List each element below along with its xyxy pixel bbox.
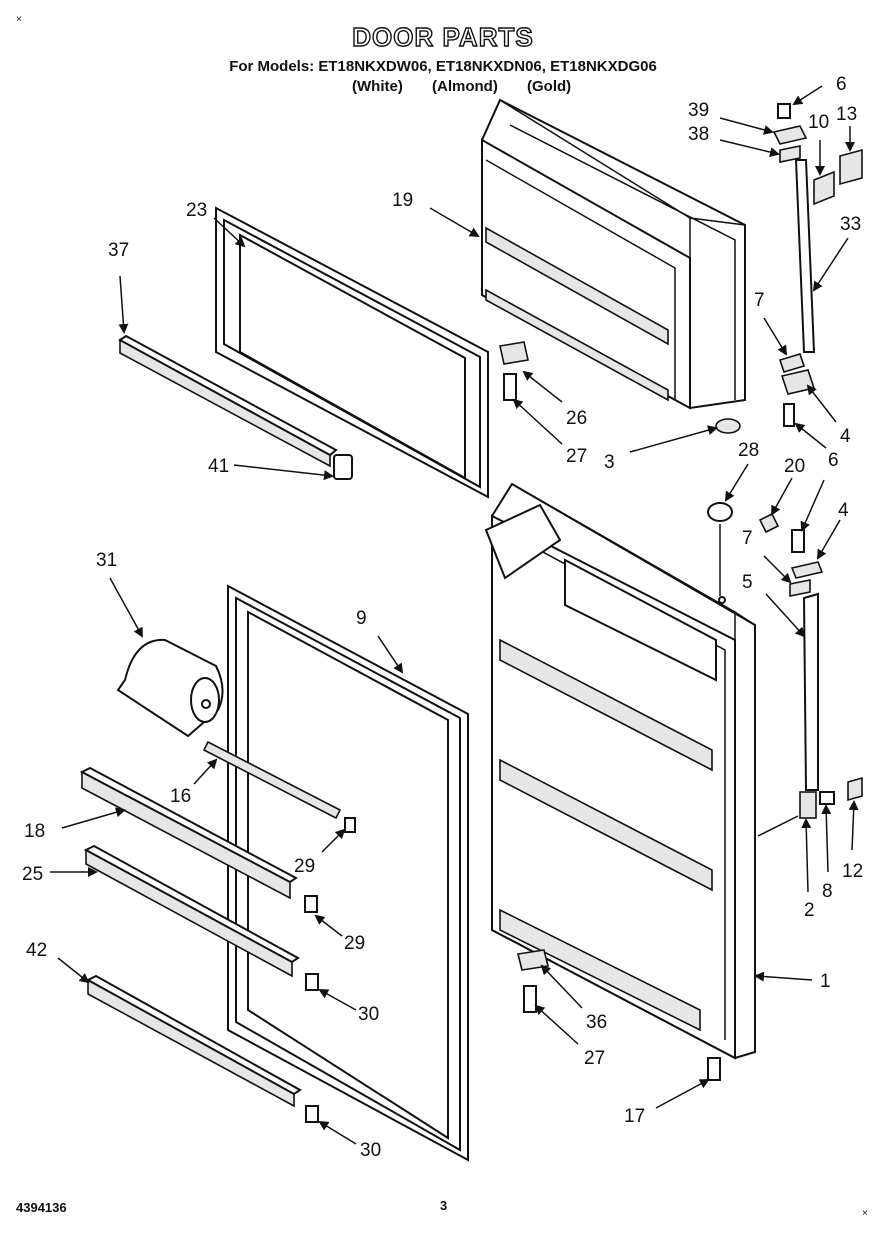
dairy-door-part-31 xyxy=(116,638,224,738)
fresh-food-gasket-part-9 xyxy=(227,584,469,1162)
callout-28: 28 xyxy=(738,440,759,461)
callout-42: 42 xyxy=(26,940,47,961)
callout-3: 3 xyxy=(604,452,615,473)
callout-8: 8 xyxy=(822,881,833,902)
callout-41: 41 xyxy=(208,456,229,477)
callout-numbers: 1 2 3 4 4 5 6 6 7 7 7 8 9 10 12 13 16 17… xyxy=(22,74,863,1161)
callout-26: 26 xyxy=(566,408,587,429)
callout-19: 19 xyxy=(392,190,413,211)
callout-25: 25 xyxy=(22,864,43,885)
page-title: DOOR PARTS xyxy=(352,21,534,52)
freezer-door-part-19 xyxy=(481,98,746,410)
callout-10: 10 xyxy=(808,112,829,133)
callout-39: 39 xyxy=(688,100,709,121)
callout-4-top: 4 xyxy=(840,426,851,447)
freezer-gasket-part-23 xyxy=(215,206,489,499)
callout-2: 2 xyxy=(804,900,815,921)
callout-30-b: 30 xyxy=(360,1140,381,1161)
callout-17: 17 xyxy=(624,1106,645,1127)
retainer-part-37 xyxy=(118,334,353,480)
callout-30-a: 30 xyxy=(358,1004,379,1025)
fresh-food-door-part-1 xyxy=(484,482,756,1060)
callout-13: 13 xyxy=(836,104,857,125)
callout-31: 31 xyxy=(96,550,117,571)
plug-part-28 xyxy=(707,502,733,522)
shelf-retainer-part-18 xyxy=(79,766,318,913)
callout-38: 38 xyxy=(688,124,709,145)
callout-23: 23 xyxy=(186,200,207,221)
center-hinge-assembly xyxy=(789,529,863,819)
callout-6-center: 6 xyxy=(828,450,839,471)
color-gold-label: (Gold) xyxy=(527,78,572,95)
top-hinge-assembly xyxy=(715,103,863,434)
callout-12: 12 xyxy=(842,861,863,882)
color-almond-label: (Almond) xyxy=(432,78,498,95)
callout-29-a: 29 xyxy=(294,856,315,877)
callout-27-top: 27 xyxy=(566,446,587,467)
shelf-retainer-part-42 xyxy=(85,974,319,1123)
callout-36: 36 xyxy=(586,1012,607,1033)
callout-7-top: 7 xyxy=(754,290,765,311)
models-line: For Models: ET18NKXDW06, ET18NKXDN06, ET… xyxy=(229,58,657,75)
callout-1: 1 xyxy=(820,971,831,992)
callout-7-center-a: 7 xyxy=(742,528,753,549)
callout-9: 9 xyxy=(356,608,367,629)
corner-mark-top: × xyxy=(16,14,22,25)
color-white-label: (White) xyxy=(352,78,403,95)
bottom-hinge-part-36 xyxy=(517,949,721,1081)
shelf-retainer-part-16 xyxy=(202,740,356,833)
callout-37: 37 xyxy=(108,240,129,261)
callout-29-b: 29 xyxy=(344,933,365,954)
document-number: 4394136 xyxy=(16,1200,67,1215)
shelf-retainer-part-25 xyxy=(83,844,319,991)
callout-27-bottom: 27 xyxy=(584,1048,605,1069)
hinge-bracket-part-26 xyxy=(499,341,529,401)
leader-lines xyxy=(50,85,859,1145)
callout-18: 18 xyxy=(24,821,45,842)
page-number: 3 xyxy=(440,1198,448,1213)
callout-16: 16 xyxy=(170,786,191,807)
callout-5: 5 xyxy=(742,572,753,593)
callout-4-center: 4 xyxy=(838,500,849,521)
callout-20: 20 xyxy=(784,456,805,477)
washer-part-20 xyxy=(758,512,780,534)
callout-6-top: 6 xyxy=(836,74,847,95)
corner-mark-bottom: × xyxy=(862,1208,868,1219)
callout-33: 33 xyxy=(840,214,861,235)
